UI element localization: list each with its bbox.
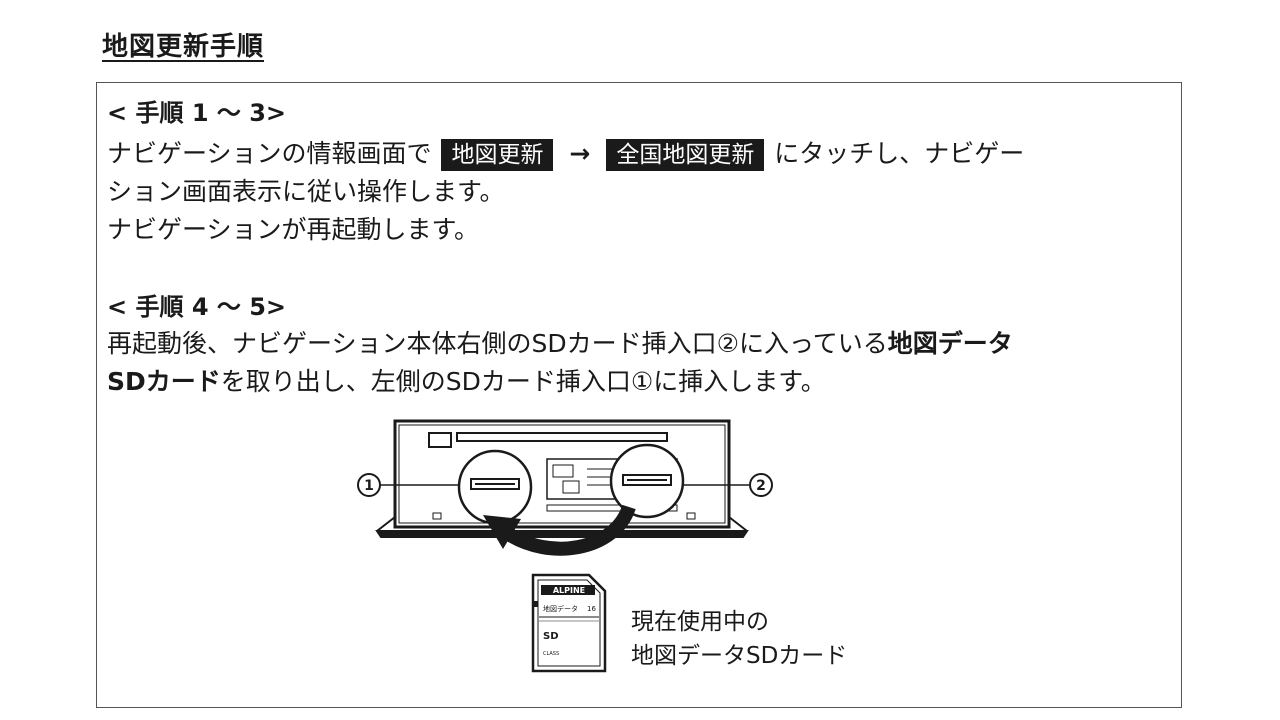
right-arrow-icon: → [569,139,591,168]
curved-arrow-icon [483,504,636,556]
step-4-5-text: 再起動後、ナビゲーション本体右側のSDカード挿入口②に入っている地図データ SD… [107,325,1013,401]
step-1-3-line-3: ナビゲーションが再起動します。 [107,215,480,244]
step-1-3-heading: < 手順 1 ～ 3> [107,99,287,127]
card-map-label: 地図データ [543,604,578,613]
callout-2: 2 [749,473,773,497]
step-1-3-line-2: ション画面表示に従い操作します。 [107,177,505,206]
map-update-tag: 地図更新 [441,139,554,171]
step-4-5-heading: < 手順 4 ～ 5> [107,293,287,321]
step-1-3-line-1-pre: ナビゲーションの情報画面で [107,139,432,168]
card-sd-logo: SD [543,631,559,642]
step-4-5-line-1-bold: 地図データ [887,329,1013,358]
step-1-3-text: ナビゲーションの情報画面で 地図更新 → 全国地図更新 にタッチし、ナビゲー シ… [107,135,1024,249]
sd-slot-left [457,449,533,525]
step-1-3-line-1: ナビゲーションの情報画面で 地図更新 → 全国地図更新 にタッチし、ナビゲー [107,135,1024,173]
navigation-unit-diagram: 1 2 [357,419,773,556]
card-capacity: 16 [587,605,596,613]
caption-line-2: 地図データSDカード [631,643,848,669]
instruction-frame: < 手順 1 ～ 3> ナビゲーションの情報画面で 地図更新 → 全国地図更新 … [96,82,1182,708]
page-title: 地図更新手順 [102,32,265,62]
sd-card-illustration: ALPINE 地図データ 16 SD CLASS [531,573,607,673]
step-4-5-line-2-post: を取り出し、左側のSDカード挿入口①に挿入します。 [220,367,826,396]
callout-2-number: 2 [756,478,766,494]
sd-slot-right [609,443,685,519]
callout-1-number: 1 [364,478,374,494]
card-brand-band [541,585,595,595]
card-brand-text: ALPINE [553,586,585,595]
nationwide-map-update-tag: 全国地図更新 [606,139,765,171]
callout-1: 1 [357,473,381,497]
step-4-5-line-1: 再起動後、ナビゲーション本体右側のSDカード挿入口②に入っている地図データ [107,325,1013,363]
step-4-5-line-1-pre: 再起動後、ナビゲーション本体右側のSDカード挿入口②に入っている [107,329,888,358]
step-4-5-line-2: SDカードを取り出し、左側のSDカード挿入口①に挿入します。 [107,363,1013,401]
step-4-5-line-2-bold: SDカード [107,367,221,396]
navigation-unit-body [375,419,749,538]
sd-card-caption: 現在使用中の 地図データSDカード [631,605,847,673]
caption-line-1: 現在使用中の [631,609,769,635]
card-class-text: CLASS [543,651,559,657]
step-1-3-line-1-post: にタッチし、ナビゲー [774,139,1025,168]
